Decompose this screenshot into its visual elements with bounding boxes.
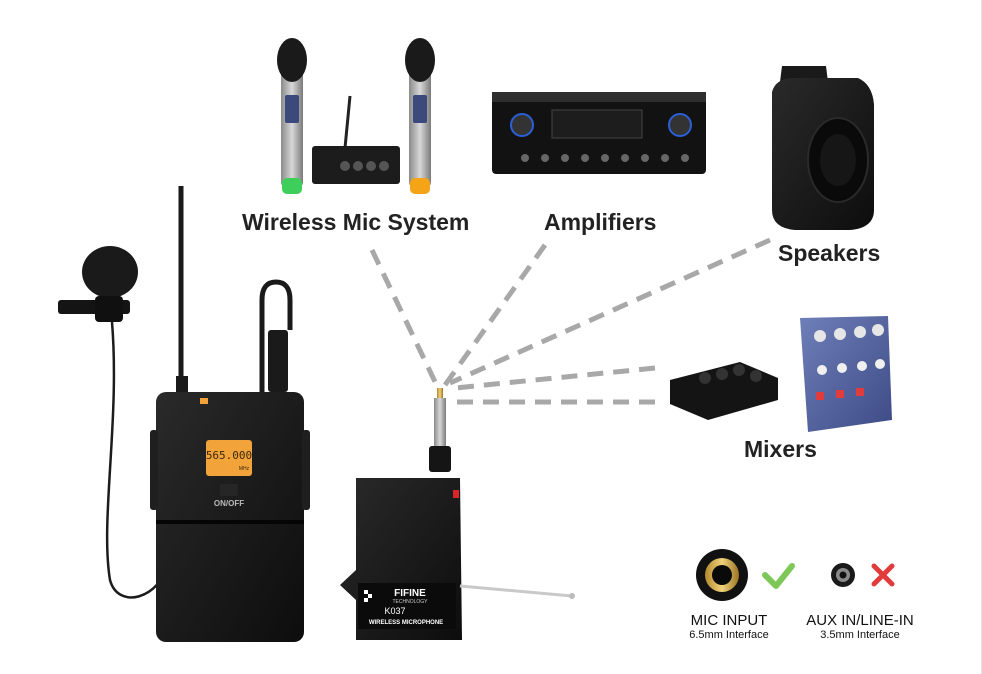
mic-input-caption: MIC INPUT 6.5mm Interface bbox=[683, 612, 775, 641]
line-to-mixer-top bbox=[454, 365, 656, 391]
amplifier-device bbox=[492, 92, 706, 174]
line-to-mic-system bbox=[369, 248, 441, 390]
cross-icon bbox=[871, 563, 895, 587]
amplifiers-label: Amplifiers bbox=[544, 209, 657, 235]
aux-label: AUX IN/LINE-IN bbox=[806, 612, 914, 629]
mic-input-spec: 6.5mm Interface bbox=[689, 629, 769, 641]
wireless-mic-system-label: Wireless Mic System bbox=[242, 209, 470, 235]
aux-jack-icon bbox=[831, 563, 855, 587]
line-to-amplifiers bbox=[442, 243, 548, 387]
mic-receiver-base bbox=[312, 95, 400, 184]
mic-input-label: MIC INPUT bbox=[690, 612, 768, 629]
brand-subtitle: TECHNOLOGY bbox=[392, 599, 428, 605]
headphone-amp-device bbox=[670, 362, 778, 420]
speaker-device bbox=[772, 66, 874, 230]
brand-name: FIFINE bbox=[394, 588, 426, 599]
plugin-receiver: FIFINE TECHNOLOGY K037 WIRELESS MICROPHO… bbox=[340, 388, 575, 640]
aux-caption: AUX IN/LINE-IN 3.5mm Interface bbox=[790, 612, 930, 641]
handheld-mic-right bbox=[405, 38, 435, 194]
frequency-unit: MHz bbox=[239, 466, 250, 472]
model-number: K037 bbox=[384, 606, 405, 616]
frequency-readout: 565.000 bbox=[206, 449, 252, 462]
mixer-console-device bbox=[800, 316, 892, 432]
connection-lines bbox=[369, 237, 772, 405]
aux-spec: 3.5mm Interface bbox=[820, 629, 900, 641]
mic-input-jack-icon bbox=[696, 549, 748, 601]
bodypack-transmitter: 565.000 MHz ON/OFF bbox=[150, 186, 310, 642]
speakers-label: Speakers bbox=[778, 240, 881, 266]
lcd-screen bbox=[206, 440, 252, 476]
power-label: ON/OFF bbox=[214, 499, 244, 508]
mixers-label: Mixers bbox=[744, 436, 817, 462]
handheld-mic-left bbox=[277, 38, 307, 194]
product-label: WIRELESS MICROPHONE bbox=[369, 620, 443, 626]
check-icon bbox=[762, 563, 795, 589]
lavalier-microphone bbox=[58, 246, 172, 599]
line-to-speakers bbox=[448, 237, 772, 386]
